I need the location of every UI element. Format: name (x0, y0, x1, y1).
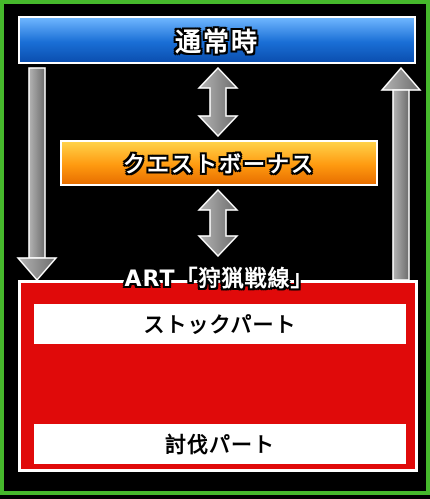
art-title: ART「狩猟戦線」 (124, 267, 314, 292)
attack-part-box: 討伐パート (34, 424, 406, 464)
arrow-art-to-normal (380, 66, 422, 281)
state-quest-bonus-label: クエストボーナス (122, 153, 315, 178)
state-normal-label: 通常時 (174, 27, 259, 58)
attack-part-label: 討伐パート (165, 433, 275, 457)
arrow-normal-to-art (16, 67, 58, 282)
stock-part-label: ストックパート (143, 313, 297, 337)
stock-part-box: ストックパート (34, 304, 406, 344)
arrow-normal-bonus-double (197, 66, 239, 138)
arrow-bonus-art-double (197, 188, 239, 258)
state-normal: 通常時 (18, 16, 416, 64)
state-quest-bonus: クエストボーナス (60, 140, 378, 186)
